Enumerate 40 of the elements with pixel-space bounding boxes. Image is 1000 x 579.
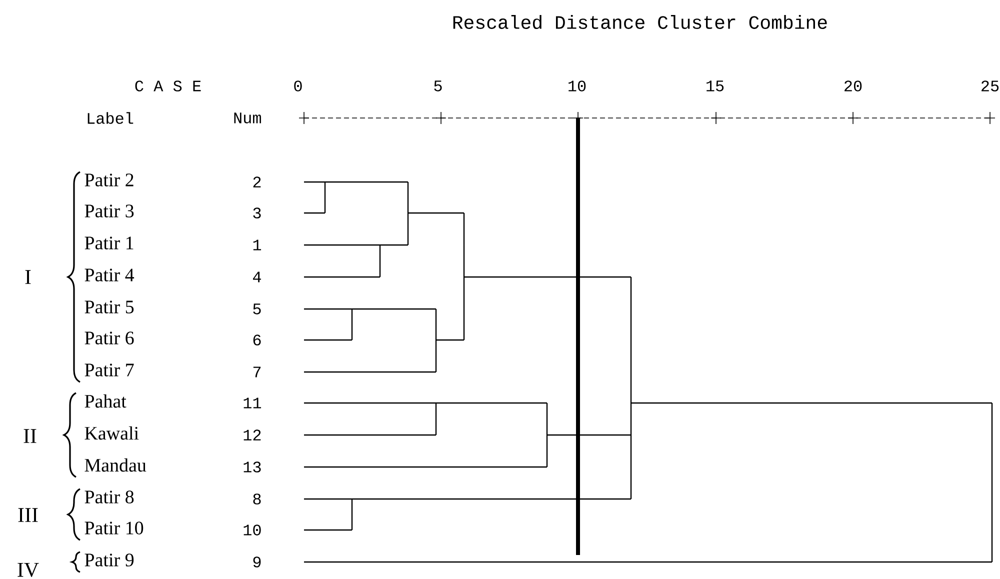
case-number: 2	[253, 176, 261, 188]
column-header: Label	[88, 112, 134, 124]
case-label: Patir 7	[84, 364, 134, 376]
case-number: 9	[253, 556, 261, 568]
case-label: Patir 5	[84, 300, 134, 314]
case-label: Mandau	[84, 458, 146, 472]
case-number: 11	[244, 398, 262, 408]
case-number: 8	[253, 494, 261, 504]
case-number: 13	[244, 462, 261, 472]
case-label: Patir 9	[84, 554, 134, 566]
axis-tick-label: 5	[434, 80, 442, 92]
case-number: 12	[244, 430, 261, 440]
case-label: Patir 10	[84, 522, 144, 534]
case-number: 5	[253, 304, 261, 314]
case-number: 10	[244, 524, 261, 536]
axis-tick-label: 10	[568, 80, 586, 92]
cluster-numeral: III	[18, 508, 38, 522]
case-number: 1	[253, 240, 262, 250]
cluster-numeral: IV	[18, 562, 39, 578]
case-number: 4	[253, 272, 261, 282]
case-label: Patir 1	[84, 236, 134, 250]
axis-tick-label: 20	[844, 80, 862, 92]
case-label: Patir 2	[84, 174, 134, 186]
axis-tick-label: 25	[982, 80, 999, 92]
column-header: C A S E	[135, 80, 201, 92]
case-label: Patir 6	[84, 332, 134, 344]
case-label: Patir 3	[84, 204, 134, 218]
cluster-numeral: I	[25, 270, 31, 284]
case-label: Kawali	[84, 426, 139, 440]
chart-title: Rescaled Distance Cluster Combine	[453, 15, 827, 29]
case-label: Patir 8	[84, 490, 134, 504]
case-number: 3	[253, 208, 261, 218]
case-label: Patir 4	[84, 268, 134, 282]
column-header: Num	[234, 112, 261, 124]
cluster-numeral: II	[24, 429, 36, 443]
axis-tick-label: 0	[294, 80, 302, 92]
axis-tick-label: 15	[706, 80, 724, 92]
case-label: Pahat	[84, 394, 126, 408]
case-number: 6	[253, 334, 261, 346]
case-number: 7	[253, 366, 261, 378]
